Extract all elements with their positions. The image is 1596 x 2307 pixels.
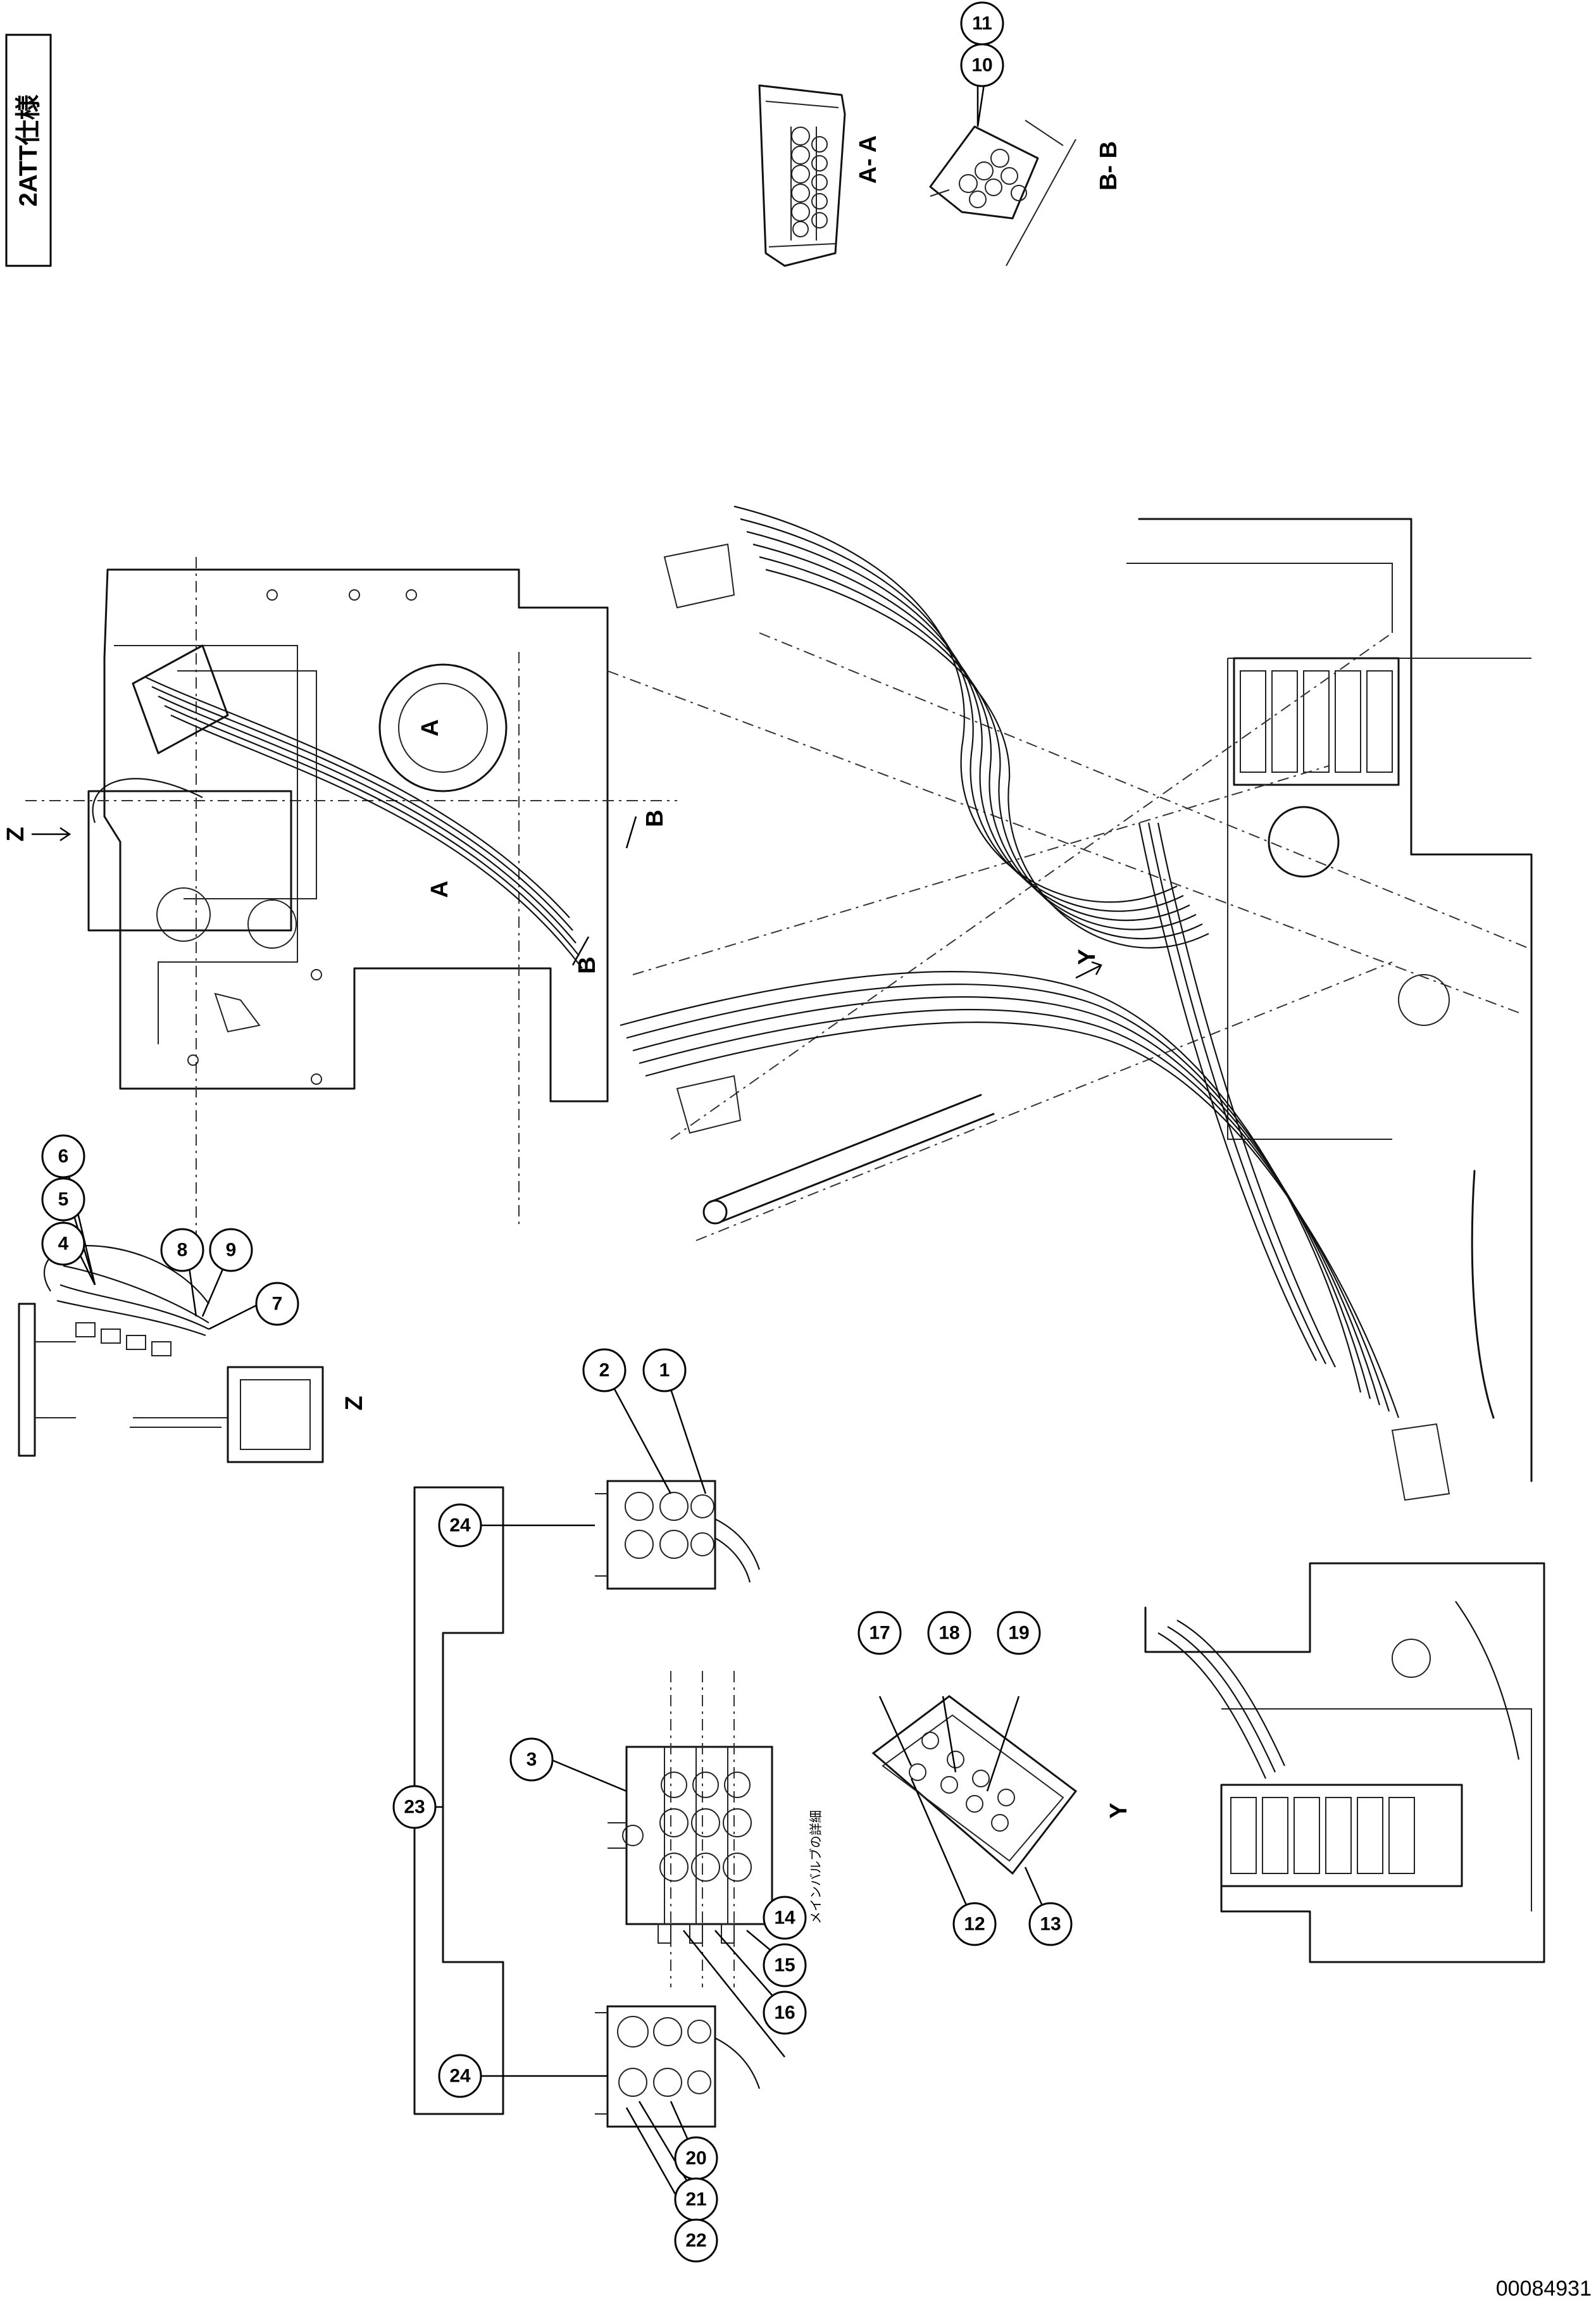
section-aa-label: A- A (855, 135, 882, 184)
leader-lines (62, 63, 1052, 2232)
svg-text:13: 13 (1040, 1914, 1061, 1935)
svg-text:4: 4 (58, 1234, 69, 1254)
callout-6: 6 (41, 1134, 85, 1179)
callouts: 1 2 3 4 5 6 7 8 9 10 11 12 13 14 15 16 1… (41, 1, 1073, 2263)
callout-3: 3 (509, 1737, 554, 1782)
lower-hoses (620, 822, 1400, 1418)
callout-15: 15 (763, 1943, 807, 1987)
a-marker-2: A (427, 880, 453, 897)
y-arrow-label: Y (1074, 949, 1100, 965)
callout-7: 7 (255, 1282, 299, 1326)
callout-4: 4 (41, 1222, 85, 1266)
callout-19: 19 (997, 1611, 1041, 1655)
callout-17: 17 (857, 1611, 902, 1655)
callout-1: 1 (642, 1348, 687, 1392)
b-marker-1: B (642, 810, 668, 827)
upper-frame-view: A A B B Z (3, 557, 677, 1234)
svg-text:22: 22 (685, 2230, 706, 2251)
callout-12: 12 (952, 1902, 997, 1946)
callout-24-upper: 24 (438, 1503, 482, 1547)
callout-23: 23 (392, 1785, 437, 1829)
callout-14: 14 (763, 1896, 807, 1940)
svg-text:24: 24 (449, 2066, 471, 2087)
spec-label: 2ATT仕様 (15, 94, 42, 206)
manifold-block (871, 1695, 1078, 1875)
main-hose-routing: Y (607, 505, 1533, 1501)
y-view-detail: Y (1106, 1562, 1545, 1963)
svg-text:23: 23 (404, 1797, 425, 1818)
callout-11: 11 (960, 1, 1004, 46)
control-valve-upper (595, 1480, 761, 1590)
assembly-bracket-23 (413, 1486, 504, 2115)
main-valve-note: メインバルブの詳細 (808, 1810, 823, 1924)
callout-20: 20 (674, 2136, 718, 2180)
callout-16: 16 (763, 1991, 807, 2035)
svg-text:15: 15 (774, 1955, 795, 1976)
svg-text:11: 11 (972, 13, 992, 34)
callout-9: 9 (209, 1228, 253, 1272)
z-view-label: Z (341, 1396, 368, 1410)
svg-text:20: 20 (685, 2148, 706, 2169)
spec-label-box: 2ATT仕様 (5, 34, 52, 267)
svg-text:14: 14 (774, 1908, 795, 1929)
main-control-valve: メインバルブの詳細 (608, 1671, 823, 1987)
svg-text:17: 17 (869, 1623, 890, 1644)
svg-text:2: 2 (599, 1360, 610, 1381)
svg-text:12: 12 (964, 1914, 985, 1935)
a-marker-1: A (417, 719, 444, 736)
y-view-label: Y (1106, 1803, 1132, 1818)
svg-text:9: 9 (226, 1240, 237, 1261)
control-valve-lower (595, 2005, 761, 2128)
svg-text:8: 8 (177, 1240, 188, 1261)
svg-text:18: 18 (938, 1623, 959, 1644)
callout-18: 18 (927, 1611, 971, 1655)
callout-10: 10 (960, 43, 1004, 87)
section-bb-label: B- B (1095, 141, 1122, 191)
svg-text:24: 24 (449, 1515, 471, 1536)
svg-text:21: 21 (685, 2189, 706, 2210)
z-view-detail: Z (18, 1245, 368, 1463)
section-bb-detail: B- B (929, 120, 1122, 266)
callout-24-lower: 24 (438, 2054, 482, 2098)
svg-text:10: 10 (971, 55, 992, 76)
svg-text:3: 3 (527, 1749, 537, 1770)
callout-2: 2 (582, 1348, 627, 1392)
callout-22: 22 (674, 2218, 718, 2263)
callout-13: 13 (1028, 1902, 1073, 1946)
frame-holes (187, 589, 417, 1085)
z-arrow-label: Z (3, 827, 29, 841)
section-aa-detail: A- A (758, 84, 882, 267)
svg-text:6: 6 (58, 1146, 69, 1167)
svg-text:16: 16 (774, 2003, 795, 2023)
callout-21: 21 (674, 2177, 718, 2222)
svg-text:1: 1 (659, 1360, 670, 1381)
svg-text:7: 7 (272, 1294, 283, 1315)
svg-text:19: 19 (1008, 1623, 1029, 1644)
upper-hose-bundle (92, 677, 583, 969)
b-marker-2: B (574, 956, 601, 973)
svg-text:5: 5 (58, 1189, 69, 1210)
drawing-number: 00084931 (1496, 2277, 1592, 2301)
callout-8: 8 (160, 1228, 204, 1272)
upper-hoses (733, 505, 1209, 949)
callout-5: 5 (41, 1177, 85, 1222)
